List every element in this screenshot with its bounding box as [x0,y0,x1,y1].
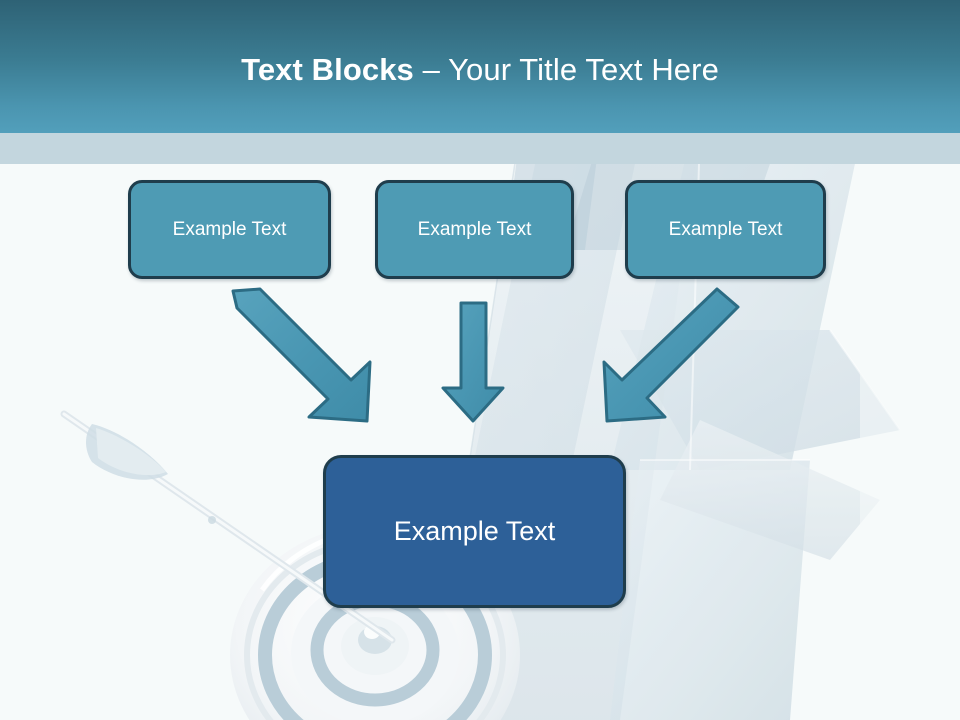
arrow-right-diagonal [602,287,740,423]
text-block-2-label: Example Text [417,218,532,240]
text-block-1-label: Example Text [172,218,287,240]
arrow-center-vertical [441,301,505,423]
text-block-2[interactable]: Example Text [375,180,574,279]
text-block-summary-label: Example Text [393,516,556,546]
arrow-left-diagonal [231,287,372,423]
text-block-3[interactable]: Example Text [625,180,826,279]
text-block-1[interactable]: Example Text [128,180,331,279]
text-block-3-label: Example Text [668,218,783,240]
text-block-summary[interactable]: Example Text [323,455,626,608]
